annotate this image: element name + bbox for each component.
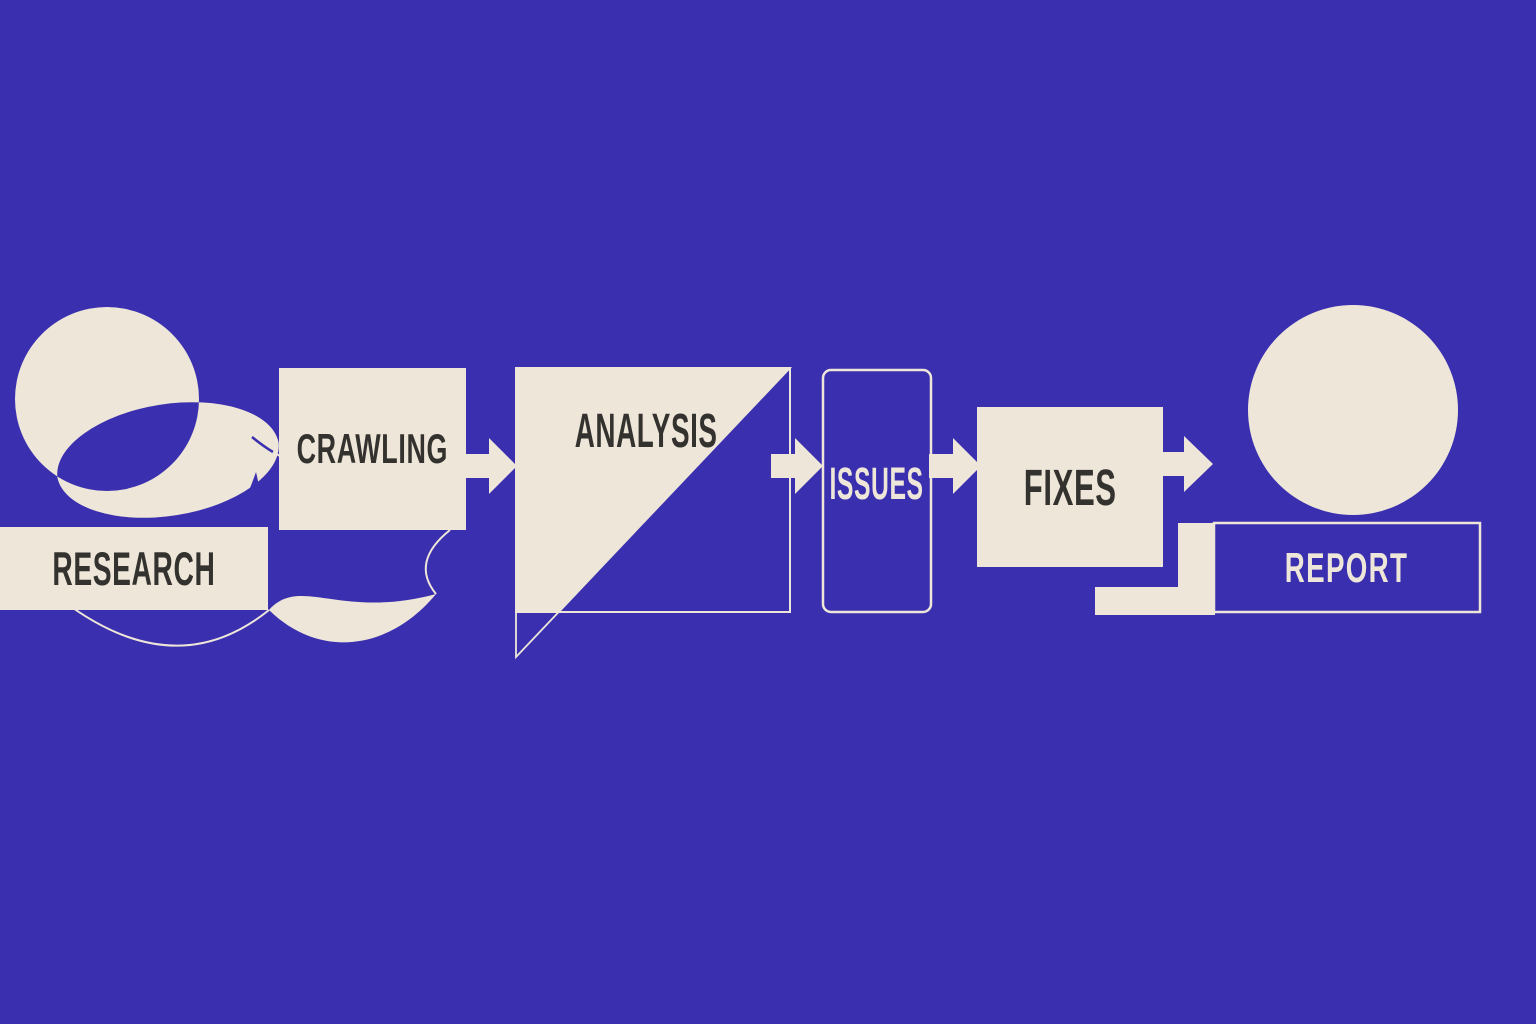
research-beak-notch (233, 472, 267, 524)
arrow-right-icon (771, 438, 823, 494)
arrow-right-icon (465, 438, 517, 494)
research-bar (0, 527, 268, 610)
analysis-square-outline (515, 367, 791, 613)
report-circle-shape (1248, 305, 1458, 515)
research-tip-line-inner (251, 436, 274, 454)
crawling-box (279, 368, 466, 530)
research-underline-arc (61, 599, 270, 647)
analysis-triangle-fill (516, 368, 790, 612)
crawling-crescent-arc (424, 529, 451, 595)
arrow-right-icon (1158, 436, 1213, 492)
fixes-box (977, 407, 1163, 567)
issues-box (821, 368, 933, 614)
report-l-shape (1095, 523, 1215, 615)
arrow-right-icon (929, 438, 981, 494)
crawling-crescent-shape (269, 594, 436, 643)
research-circle-lens-shape (15, 307, 279, 518)
report-box (1212, 521, 1482, 614)
